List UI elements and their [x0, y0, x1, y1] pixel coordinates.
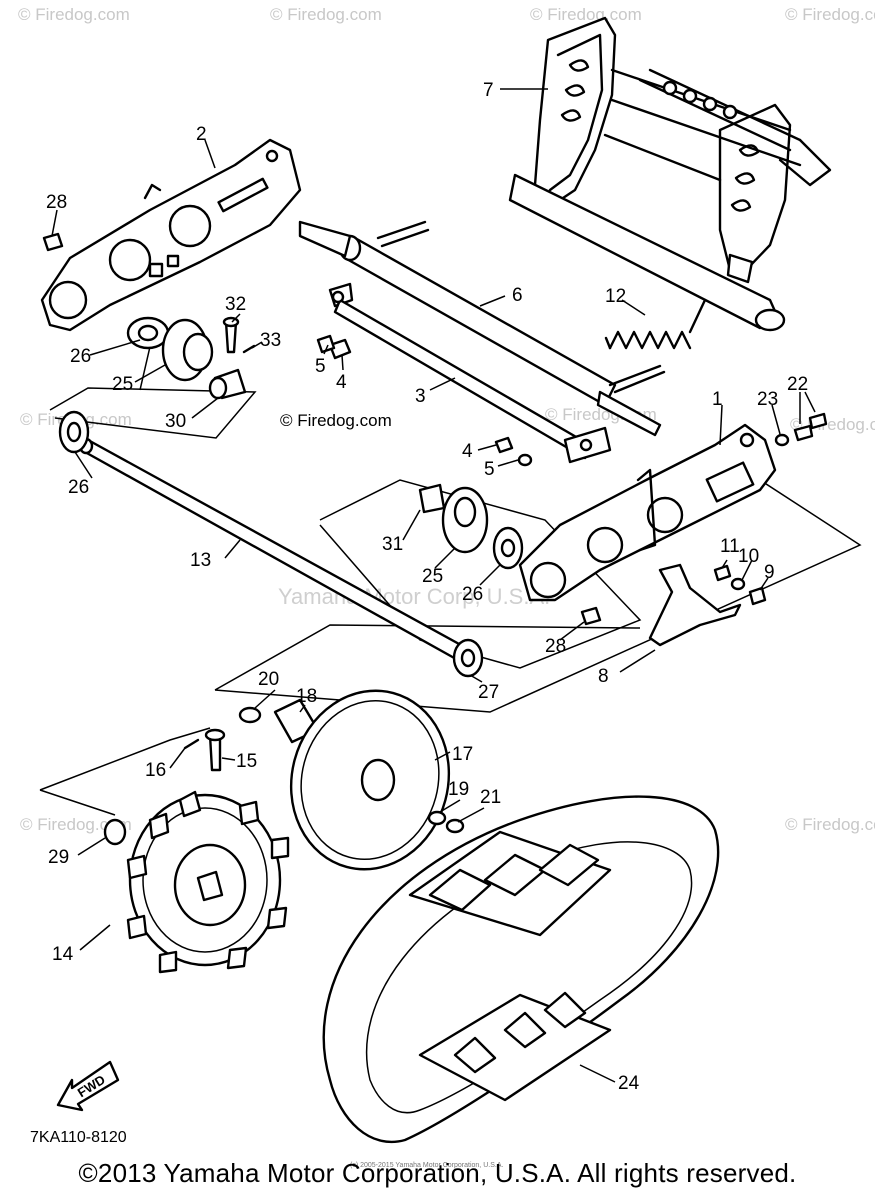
callout-20: 20 — [258, 669, 279, 690]
flange-25a — [161, 318, 214, 382]
watermark-tile: © Firedog.com — [785, 815, 875, 834]
watermark-tile: © Firedog.com — [785, 5, 875, 24]
washer-20 — [238, 706, 262, 724]
callout-17: 17 — [452, 744, 473, 765]
right-side-plate — [518, 423, 777, 602]
bearing-26c — [58, 410, 90, 454]
callout-26c: 26 — [68, 477, 89, 498]
callout-5b: 5 — [484, 459, 495, 480]
callout-8: 8 — [598, 666, 609, 687]
copyright-notice: ©2013 Yamaha Motor Corporation, U.S.A. A… — [78, 1158, 797, 1188]
drive-track — [322, 795, 720, 1143]
callout-7: 7 — [483, 80, 494, 101]
torsion-spring — [604, 298, 707, 350]
callout-22: 22 — [787, 374, 808, 395]
upper-shaft — [298, 220, 666, 437]
rear-arm-frame — [508, 16, 832, 332]
callout-28a: 28 — [46, 192, 67, 213]
collar-31 — [418, 483, 446, 514]
bolt-28b — [580, 606, 602, 626]
bolt-9 — [748, 586, 767, 606]
washer-10 — [730, 577, 746, 591]
watermark-tile: © Firedog.com — [270, 5, 382, 24]
callout-15: 15 — [236, 751, 257, 772]
drive-sprocket — [126, 790, 290, 974]
watermark-tile: © Firedog.com — [20, 815, 132, 834]
bushing-29 — [103, 818, 127, 846]
callout-18: 18 — [296, 686, 317, 707]
callout-5a: 5 — [315, 356, 326, 377]
watermark-tile: © Firedog.com — [18, 5, 130, 24]
idler-wheel — [289, 689, 451, 871]
fine-print: (c) 2005-2015 Yamaha Motor Corporation, … — [350, 1162, 503, 1169]
callout-14: 14 — [52, 944, 74, 965]
bearing-26a — [126, 316, 170, 350]
pin-32 — [222, 316, 240, 354]
left-side-plate — [40, 138, 302, 332]
callout-16: 16 — [145, 760, 166, 781]
callout-30: 30 — [165, 411, 186, 432]
bearing-26b — [492, 526, 524, 570]
pin-16 — [183, 738, 200, 750]
diagram-code: 7KA110-8120 — [30, 1129, 127, 1146]
callout-26a: 26 — [70, 346, 91, 367]
slide-bracket — [648, 563, 742, 647]
leader-lines — [51, 88, 816, 1083]
callout-21: 21 — [480, 787, 501, 808]
callout-4b: 4 — [462, 441, 473, 462]
bolt-15 — [204, 728, 226, 772]
callout-1: 1 — [712, 389, 723, 410]
callout-labels: 7 2 28 32 33 26 25 30 5 4 3 6 12 1 23 22… — [46, 80, 808, 1094]
callout-33: 33 — [260, 330, 281, 351]
callout-25b: 25 — [422, 566, 443, 587]
callout-2: 2 — [196, 124, 207, 145]
callout-32: 32 — [225, 294, 246, 315]
bolt-4a — [316, 334, 352, 360]
watermark-site: © Firedog.com — [280, 411, 392, 430]
watermark-maker: Yamaha Motor Corp, U.S.A. — [278, 584, 550, 609]
callout-11: 11 — [720, 536, 740, 557]
watermark-tile: © Firedog.com — [530, 5, 642, 24]
callout-28b: 28 — [545, 636, 566, 657]
washer-19 — [427, 810, 447, 826]
callout-6: 6 — [512, 285, 523, 306]
nut-22 — [793, 412, 828, 442]
callout-9: 9 — [764, 562, 775, 583]
washer-23 — [774, 433, 790, 447]
rear-axle — [78, 437, 472, 666]
callout-25a: 25 — [112, 374, 133, 395]
washer-5b — [517, 453, 533, 467]
connecting-rod — [328, 282, 612, 464]
bearing-27 — [452, 638, 484, 678]
fwd-arrow-icon: FWD — [56, 1060, 120, 1112]
callout-31: 31 — [382, 534, 403, 555]
callout-10: 10 — [738, 546, 759, 567]
bolt-4b — [494, 436, 514, 454]
flange-25b — [441, 486, 489, 554]
callout-23: 23 — [757, 389, 778, 410]
bolt-28a — [42, 232, 64, 252]
callout-29: 29 — [48, 847, 69, 868]
callout-26b: 26 — [462, 584, 483, 605]
callout-13: 13 — [190, 550, 211, 571]
callout-4a: 4 — [336, 372, 347, 393]
callout-24: 24 — [618, 1073, 640, 1094]
nut-21 — [445, 818, 465, 834]
collar-30 — [208, 368, 247, 400]
group-outlines — [39, 324, 862, 816]
callout-3: 3 — [415, 386, 426, 407]
callout-19: 19 — [448, 779, 469, 800]
callout-27: 27 — [478, 682, 499, 703]
callout-12: 12 — [605, 286, 626, 307]
